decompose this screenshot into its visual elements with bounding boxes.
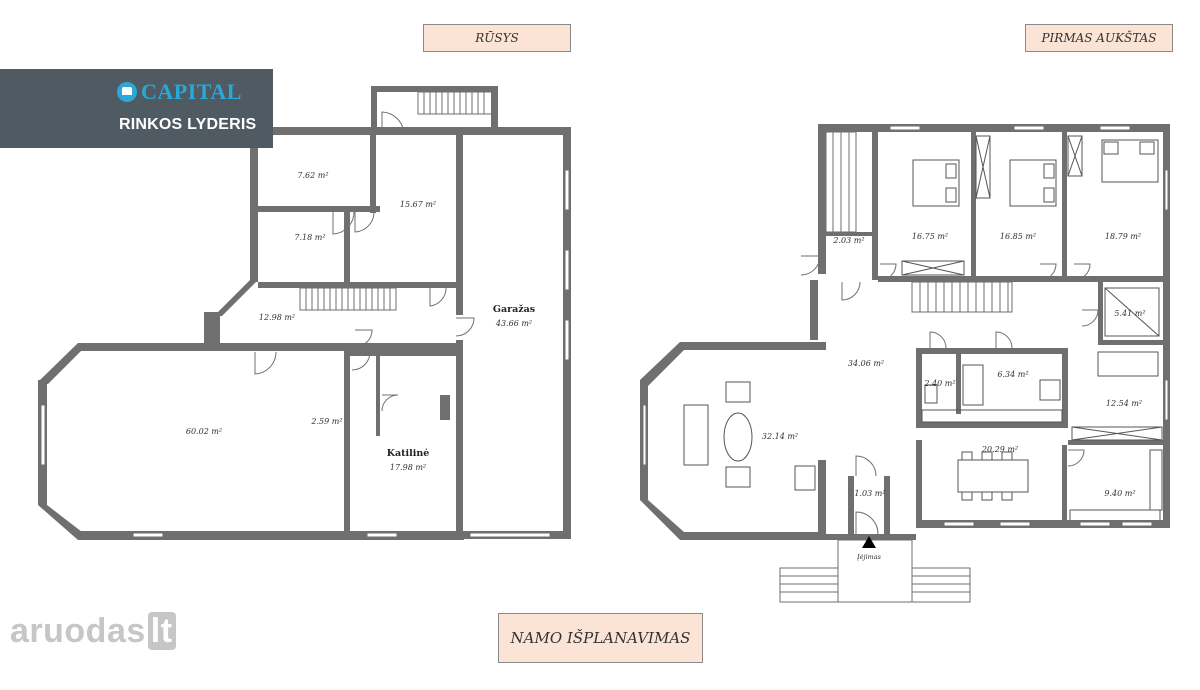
first-floor-title: PIRMAS AUKŠTAS — [1025, 24, 1173, 52]
door-swing — [381, 394, 399, 412]
room-area-label: 34.06 m² — [848, 359, 884, 368]
room-area-label: 5.41 m² — [1114, 309, 1145, 318]
door-swing — [800, 255, 821, 276]
room-area-label: 15.67 m² — [400, 200, 436, 209]
entrance-arrow-icon — [862, 536, 876, 548]
room-area-label: 16.85 m² — [1000, 232, 1036, 241]
door-swing — [841, 281, 861, 301]
bed-3 — [1101, 139, 1159, 183]
entrance-label: Įėjimas — [857, 553, 882, 561]
room-area-label: 20.29 m² — [981, 445, 1018, 454]
capital-badge[interactable]: CAPITAL RINKOS LYDERIS — [0, 69, 273, 148]
first-floor-plan: 2.03 m² 16.75 m² 16.85 m² 18.79 m² 5.41 … — [640, 124, 1170, 603]
aruodas-name: aruodas — [10, 612, 146, 650]
basement-inner-stairs — [299, 287, 397, 311]
bed-1 — [912, 159, 960, 207]
basement-outer-stairs — [417, 91, 495, 115]
door-swing — [855, 511, 879, 535]
room-area-label: 6.34 m² — [997, 370, 1028, 379]
door-swing — [995, 331, 1013, 349]
room-area-label: 16.75 m² — [912, 232, 948, 241]
capital-slogan: RINKOS LYDERIS — [119, 116, 257, 133]
first-floor-stairs — [911, 281, 1013, 313]
basement-title: RŪSYS — [423, 24, 571, 52]
room-area-label: 12.54 m² — [1106, 399, 1142, 408]
capital-name: CAPITAL — [141, 79, 242, 104]
entrance-stairs-right — [911, 567, 971, 603]
door-swing — [1073, 263, 1091, 281]
door-swing — [332, 211, 355, 235]
door-swing — [254, 351, 277, 375]
room-area-label: 32.14 m² — [762, 432, 798, 441]
entrance-stairs-left — [779, 567, 839, 603]
door-swing — [1081, 309, 1099, 327]
door-swing — [855, 455, 877, 477]
room-area-label: 7.18 m² — [294, 233, 325, 242]
sofa-set — [683, 381, 753, 488]
door-swing — [455, 317, 475, 337]
door-swing — [929, 331, 947, 349]
capital-logo: CAPITAL — [117, 79, 242, 105]
basement-plan: 7.62 m² 7.18 m² 15.67 m² 12.98 m² Garaža… — [38, 86, 571, 540]
room-area-label: 2.59 m² — [310, 417, 342, 426]
door-swing — [381, 111, 405, 135]
aruodas-tld: lt — [147, 612, 176, 650]
layout-title: NAMO IŠPLANAVIMAS — [498, 613, 703, 663]
bed-2 — [1009, 159, 1057, 207]
door-swing — [1039, 263, 1057, 281]
door-swing — [429, 287, 447, 307]
capital-house-icon — [117, 82, 137, 102]
door-swing — [354, 211, 375, 233]
room-area-label: 2.40 m² — [923, 379, 955, 388]
room-area-label: 18.79 m² — [1105, 232, 1141, 241]
door-swing — [354, 329, 373, 348]
room-area-label: 9.40 m² — [1104, 489, 1135, 498]
room-area-label: 1.03 m² — [854, 489, 885, 498]
room-area-label: 7.62 m² — [297, 171, 328, 180]
room-name-label: Katilinė — [387, 448, 430, 459]
room-area-label: 2.03 m² — [832, 236, 864, 245]
room-area-label: 43.66 m² — [495, 319, 532, 328]
room-area-label: 60.02 m² — [186, 427, 222, 436]
door-swing — [879, 263, 897, 281]
dining-table — [957, 451, 1029, 501]
room-area-label: 12.98 m² — [259, 313, 295, 322]
door-swing — [1067, 449, 1085, 467]
door-swing — [351, 351, 371, 371]
room-name-label: Garažas — [493, 304, 535, 315]
room-area-label: 17.98 m² — [390, 463, 426, 472]
